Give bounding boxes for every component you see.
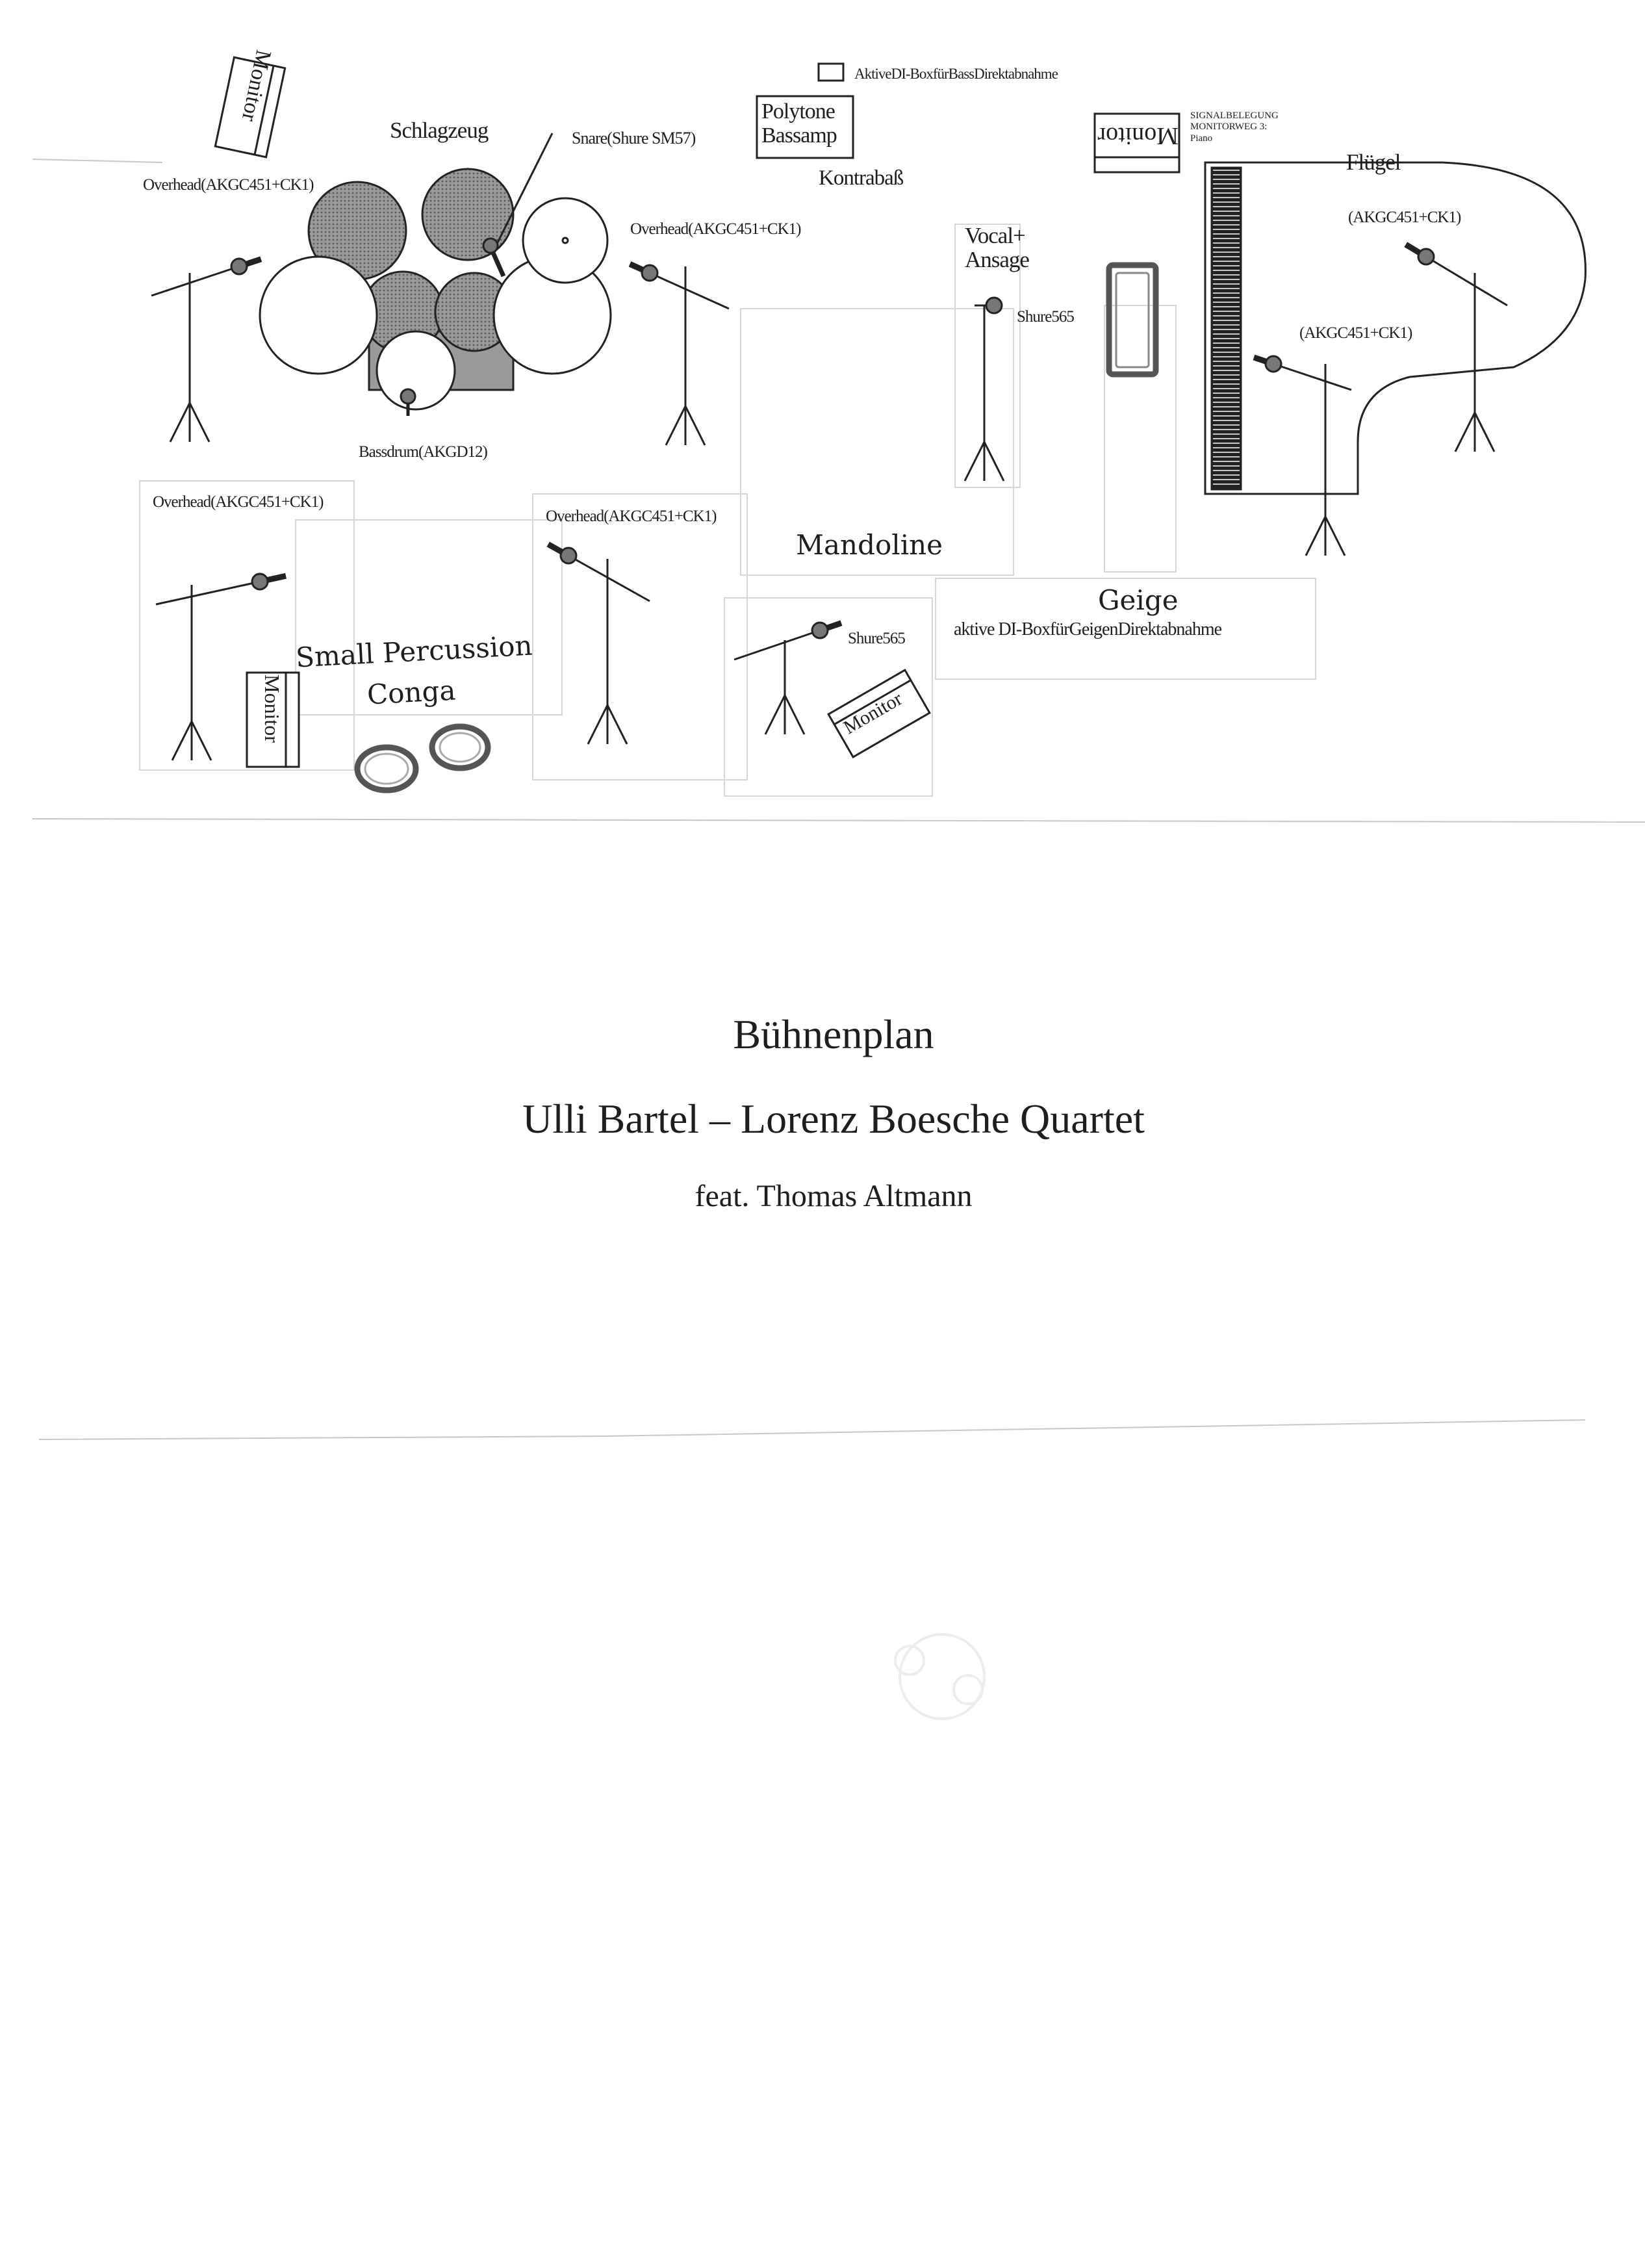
snare-mic-cable <box>492 133 554 251</box>
schlagzeug-label: Schlagzeug <box>390 118 489 143</box>
microphone-stands <box>151 242 1508 761</box>
conga-label: Conga <box>366 674 457 711</box>
vocal-ansage-label: Vocal+ Ansage <box>965 223 1030 272</box>
mic-stand-1 <box>151 256 262 443</box>
cutout-outlines <box>139 224 1316 797</box>
conga-2 <box>429 723 491 771</box>
conga-rings <box>354 723 491 793</box>
monitor-wedges <box>214 56 1180 768</box>
microphone-icon <box>641 264 659 282</box>
kontrabass <box>1106 262 1159 378</box>
aktive-di-geige-label: aktive DI-BoxfürGeigenDirektabnahme <box>954 619 1222 639</box>
overhead-label-mandoline: Overhead(AKGC451+CK1) <box>546 508 717 525</box>
mic-stand-7 <box>1404 242 1508 452</box>
mic-stand-5 <box>963 296 1005 482</box>
mandoline-label: Mandoline <box>796 529 943 561</box>
bass-drum <box>376 330 456 411</box>
paper-edges <box>32 159 1645 1440</box>
aktive-di-bass-label: AktiveDI-BoxfürBassDirektabnahme <box>854 66 1058 82</box>
drum-kit <box>259 133 612 416</box>
embossed-seal <box>894 1633 986 1720</box>
band-name: Ulli Bartel – Lorenz Boesche Quartet <box>522 1096 1145 1142</box>
shure565-label-geige: Shure565 <box>848 630 906 647</box>
snare-label: Snare(Shure SM57) <box>572 129 696 148</box>
piano-mic-label-1: (AKGC451+CK1) <box>1348 209 1461 226</box>
shure565-label-vocal: Shure565 <box>1017 308 1075 326</box>
bassdrum-mic <box>400 388 416 405</box>
overhead-label-perc: Overhead(AKGC451+CK1) <box>153 493 324 511</box>
grand-piano <box>1204 161 1587 495</box>
signalbelegung-label: SIGNALBELEGUNG MONITORWEG 3: Piano <box>1190 110 1279 144</box>
mic-stand-2 <box>628 261 730 446</box>
microphone-icon <box>985 296 1003 315</box>
microphone-icon <box>230 257 248 276</box>
featuring-line: feat. Thomas Altmann <box>695 1179 973 1213</box>
kontrabass-label: Kontrabaß <box>819 166 904 190</box>
overhead-label-drum-right: Overhead(AKGC451+CK1) <box>630 220 801 238</box>
page-title: Bühnenplan <box>733 1011 934 1057</box>
microphone-icon <box>1417 248 1435 266</box>
snare-mic <box>482 237 499 254</box>
conga-1 <box>354 744 419 793</box>
mic-stand-8 <box>1253 354 1352 556</box>
bassdrum-label: Bassdrum(AKGD12) <box>359 443 488 461</box>
overhead-label-drum-left: Overhead(AKGC451+CK1) <box>143 176 314 194</box>
mic-stand-3 <box>155 573 287 761</box>
geige-label: Geige <box>1098 584 1179 616</box>
floor-tom-left <box>259 255 378 375</box>
mic-stand-4 <box>546 541 650 745</box>
crash-cymbal-right <box>421 168 515 261</box>
hihat-center <box>561 237 569 244</box>
bass-amp <box>756 62 854 159</box>
microphone-icon <box>251 573 269 591</box>
mic-stand-6 <box>733 620 843 735</box>
microphone-icon <box>559 547 578 565</box>
fluegel-label: Flügel <box>1346 149 1401 175</box>
monitor-label-perc: Monitor <box>261 675 284 743</box>
microphone-icon <box>1264 355 1282 373</box>
polytone-label: Polytone Bassamp <box>761 99 837 148</box>
microphone-icon <box>811 621 829 639</box>
monitor-label-bass: Monitor <box>1097 122 1179 149</box>
piano-mic-label-2: (AKGC451+CK1) <box>1299 324 1412 342</box>
